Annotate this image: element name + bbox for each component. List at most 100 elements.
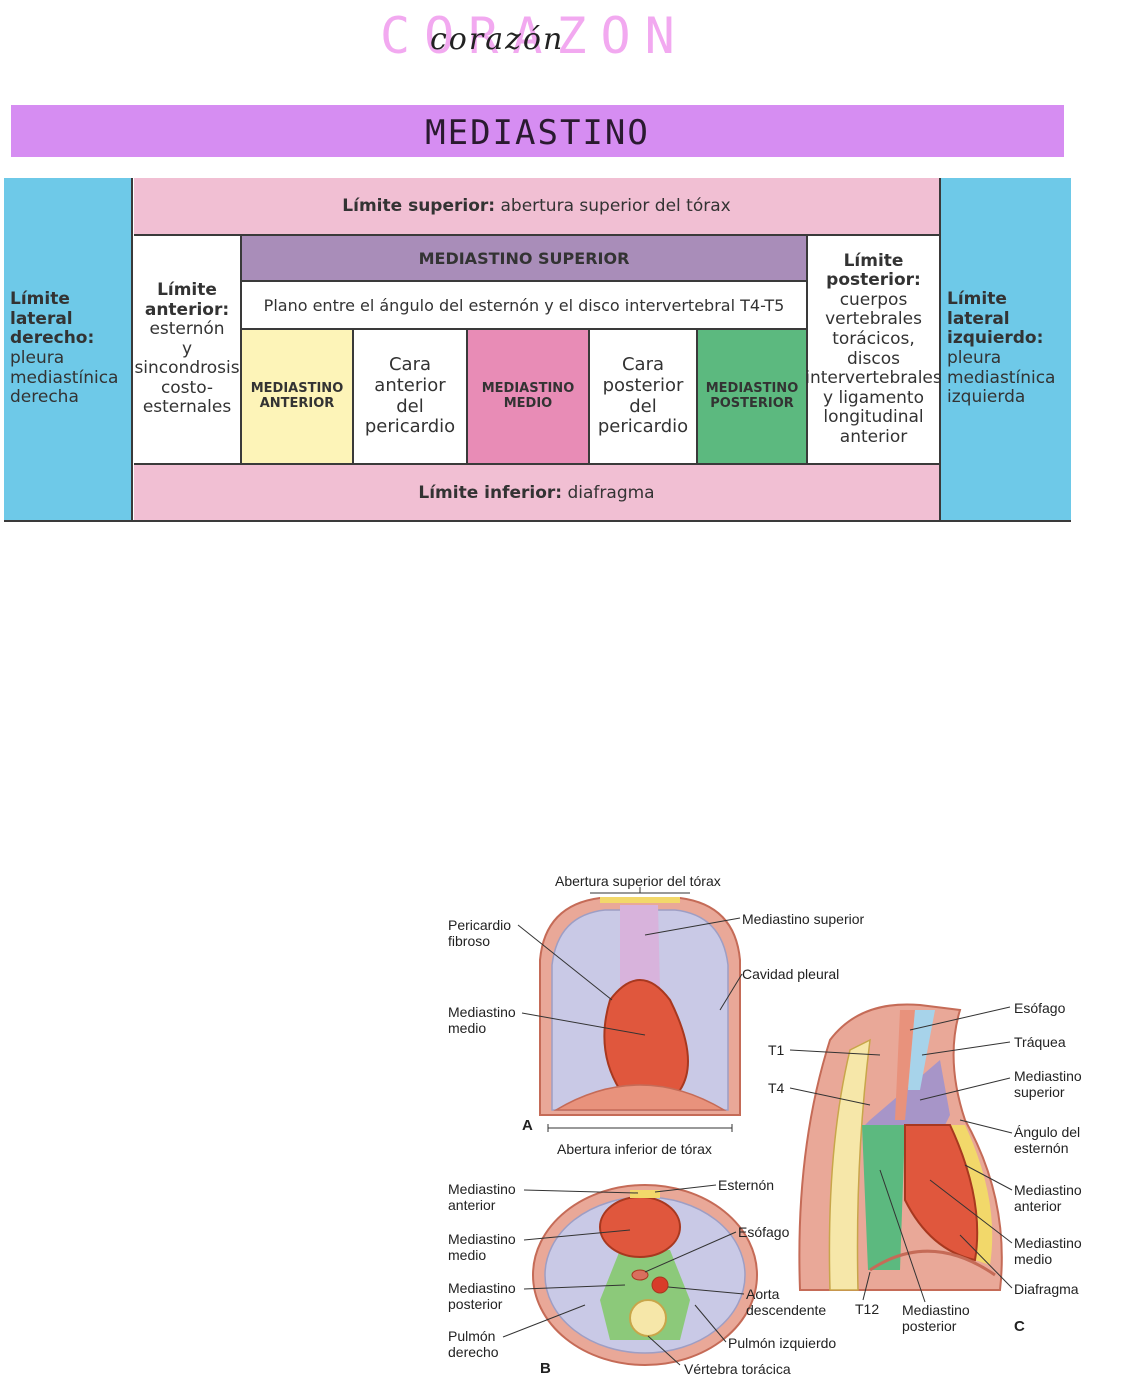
cell-limite-anterior: Límite anterior: esternón y sincondrosis… bbox=[134, 236, 242, 463]
panel-c-esophagus bbox=[895, 1010, 915, 1120]
med-post-2: POSTERIOR bbox=[710, 395, 794, 411]
cara-post-1: Cara bbox=[621, 354, 664, 376]
anterior-value-1: esternón bbox=[149, 319, 225, 340]
panel-b-heart bbox=[599, 1196, 681, 1258]
label-a-mediastino-medio-1: Mediastino bbox=[448, 1004, 516, 1020]
anterior-value-2: y bbox=[181, 338, 193, 359]
label-pulmon-izquierdo: Pulmón izquierdo bbox=[728, 1335, 836, 1351]
panel-c-trachea bbox=[908, 1010, 935, 1090]
label-c-med-medio-2: medio bbox=[1014, 1251, 1052, 1267]
anterior-label-2: anterior: bbox=[144, 299, 230, 320]
label-a-mediastino-medio-2: medio bbox=[448, 1020, 486, 1036]
section-banner: MEDIASTINO bbox=[11, 105, 1064, 157]
cara-ant-2: anterior bbox=[374, 374, 446, 396]
label-angulo-2: esternón bbox=[1014, 1140, 1068, 1156]
inferior-label: Límite inferior: bbox=[418, 482, 563, 503]
posterior-value-6: y ligamento bbox=[823, 387, 924, 408]
panel-c-diaphragm bbox=[869, 1249, 996, 1277]
cell-lateral-izquierdo: Límite lateral izquierdo: pleura mediast… bbox=[939, 178, 1071, 520]
label-pericardio-2: fibroso bbox=[448, 933, 490, 949]
label-cavidad-pleural: Cavidad pleural bbox=[742, 966, 839, 982]
section-title: MEDIASTINO bbox=[425, 113, 650, 153]
cell-mediastino-superior: MEDIASTINO SUPERIOR bbox=[242, 236, 806, 282]
panel-c-anterior-region bbox=[950, 1125, 993, 1265]
panel-b: Mediastino anterior Mediastino medio Med… bbox=[448, 1177, 836, 1377]
panel-c-heart bbox=[904, 1124, 979, 1262]
posterior-value-7: longitudinal bbox=[823, 407, 924, 428]
label-c-med-anterior-1: Mediastino bbox=[1014, 1182, 1082, 1198]
cell-limite-inferior: Límite inferior: diafragma bbox=[134, 463, 939, 520]
panel-c-posterior-region bbox=[862, 1125, 905, 1270]
superior-label: Límite superior: bbox=[342, 196, 496, 216]
label-c-med-posterior-1: Mediastino bbox=[902, 1302, 970, 1318]
label-c-med-posterior-2: posterior bbox=[902, 1318, 957, 1334]
label-c-esofago: Esófago bbox=[1014, 1000, 1066, 1016]
label-panel-a: A bbox=[522, 1117, 533, 1134]
label-pulmon-derecho-2: derecho bbox=[448, 1344, 499, 1360]
label-c-med-anterior-2: anterior bbox=[1014, 1198, 1062, 1214]
cara-ant-4: pericardio bbox=[364, 416, 456, 438]
label-vertebra-toracica: Vértebra torácica bbox=[684, 1361, 791, 1377]
label-t4: T4 bbox=[768, 1080, 785, 1096]
label-angulo-1: Ángulo del bbox=[1014, 1124, 1080, 1140]
posterior-value-1: cuerpos bbox=[839, 289, 908, 310]
lat-der-label-3: derecho: bbox=[10, 328, 95, 349]
label-b-esofago: Esófago bbox=[738, 1224, 790, 1240]
posterior-value-5: intervertebrales bbox=[805, 368, 942, 389]
med-anterior-2: ANTERIOR bbox=[259, 395, 335, 411]
label-t1: T1 bbox=[768, 1042, 785, 1058]
page-title-block: CORAZON bbox=[380, 7, 689, 65]
anterior-value-4: costo- bbox=[160, 377, 214, 398]
lat-izq-label-1: Límite bbox=[947, 289, 1007, 310]
lat-izq-label-3: izquierdo: bbox=[947, 328, 1044, 349]
panel-b-aorta bbox=[651, 1276, 669, 1294]
med-medio-2: MEDIO bbox=[503, 395, 553, 411]
panel-a-superior-region bbox=[620, 905, 660, 990]
label-diafragma: Diafragma bbox=[1014, 1281, 1079, 1297]
cara-post-4: pericardio bbox=[597, 416, 689, 438]
panel-b-posterior-region bbox=[600, 1250, 690, 1340]
posterior-value-2: vertebrales bbox=[825, 309, 922, 330]
cara-ant-3: del bbox=[396, 395, 424, 417]
cara-post-3: del bbox=[629, 395, 657, 417]
label-b-med-anterior-2: anterior bbox=[448, 1197, 496, 1213]
lat-izq-value-2: mediastínica bbox=[947, 367, 1056, 388]
label-pericardio-1: Pericardio bbox=[448, 917, 511, 933]
label-aorta-2: descendente bbox=[746, 1302, 826, 1318]
page-title-script: corazón bbox=[430, 22, 565, 57]
anterior-label-1: Límite bbox=[157, 280, 217, 301]
label-c-med-superior-1: Mediastino bbox=[1014, 1068, 1082, 1084]
panel-a-diaphragm bbox=[553, 1084, 727, 1111]
mediastinum-table: Límite lateral derecho: pleura mediastín… bbox=[4, 178, 1071, 522]
posterior-value-3: torácicos, bbox=[832, 328, 915, 349]
lat-der-value-3: derecha bbox=[10, 387, 79, 408]
cell-plano: Plano entre el ángulo del esternón y el … bbox=[242, 282, 806, 330]
superior-value: abertura superior del tórax bbox=[500, 196, 731, 216]
label-abertura-inferior: Abertura inferior de tórax bbox=[557, 1141, 712, 1157]
anterior-value-5: esternales bbox=[142, 397, 232, 418]
lat-der-value-2: mediastínica bbox=[10, 367, 119, 388]
cell-limite-superior: Límite superior: abertura superior del t… bbox=[134, 178, 939, 236]
med-post-1: MEDIASTINO bbox=[705, 380, 799, 396]
label-pulmon-derecho-1: Pulmón bbox=[448, 1328, 495, 1344]
cell-lateral-derecho: Límite lateral derecho: pleura mediastín… bbox=[4, 178, 133, 520]
lat-izq-value-1: pleura bbox=[947, 348, 1002, 368]
label-b-med-medio-1: Mediastino bbox=[448, 1231, 516, 1247]
panel-b-vertebra bbox=[629, 1299, 667, 1337]
label-traquea: Tráquea bbox=[1014, 1034, 1066, 1050]
lat-der-value-1: pleura bbox=[10, 348, 65, 368]
panel-a: Abertura superior del tórax Pericardio f… bbox=[448, 873, 865, 1157]
lat-izq-value-3: izquierda bbox=[947, 387, 1026, 408]
med-medio-1: MEDIASTINO bbox=[481, 380, 575, 396]
cell-limite-posterior: Límite posterior: cuerpos vertebrales to… bbox=[805, 236, 942, 463]
label-c-med-superior-2: superior bbox=[1014, 1084, 1065, 1100]
label-b-med-posterior-1: Mediastino bbox=[448, 1280, 516, 1296]
label-b-med-medio-2: medio bbox=[448, 1247, 486, 1263]
label-b-med-posterior-2: posterior bbox=[448, 1296, 503, 1312]
